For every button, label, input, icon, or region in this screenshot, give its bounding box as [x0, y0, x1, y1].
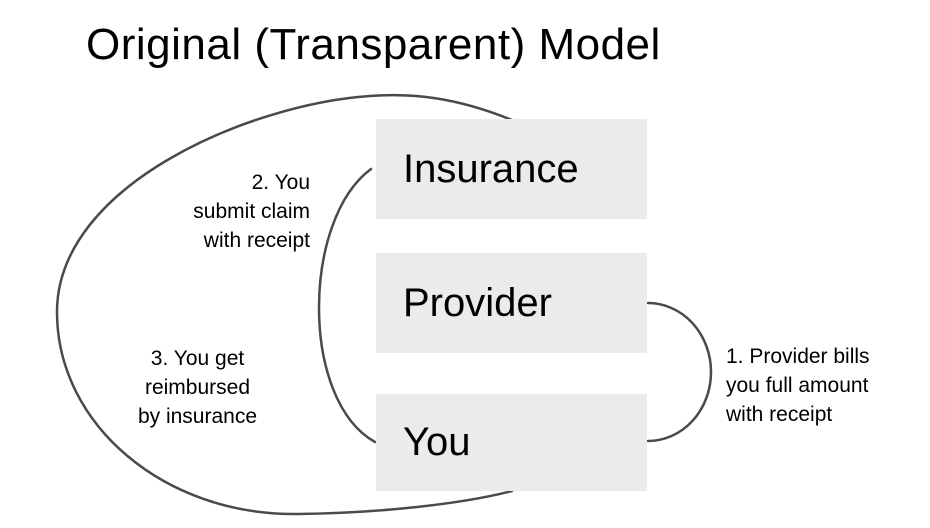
step2-label: 2. You submit claim with receipt [193, 168, 310, 255]
step1-line2: you full amount [726, 374, 869, 397]
node-provider: Provider [376, 253, 647, 353]
node-you: You [376, 394, 647, 491]
step3-line2: reimbursed [144, 376, 251, 399]
diagram-title: Original (Transparent) Model [86, 20, 661, 69]
step2-line2: submit claim [193, 200, 310, 223]
step3-line1: 3. You get [150, 347, 245, 370]
node-insurance: Insurance [376, 119, 647, 219]
step2-line3: with receipt [203, 229, 310, 252]
step3-line3: by insurance [137, 405, 258, 428]
step1-line1: 1. Provider bills [726, 345, 870, 368]
step1-line3: with receipt [726, 403, 833, 426]
connector-provider-to-you-arc [646, 301, 713, 443]
step2-line1: 2. You [251, 171, 310, 194]
node-you-label: You [403, 420, 471, 464]
step3-label: 3. You get reimbursed by insurance [95, 344, 300, 431]
step1-label: 1. Provider bills you full amount with r… [726, 342, 870, 429]
connector-you-to-insurance-arc [317, 167, 377, 444]
node-provider-label: Provider [403, 280, 552, 325]
connector-insurance-to-you-loop [55, 93, 514, 516]
node-insurance-label: Insurance [403, 146, 579, 191]
